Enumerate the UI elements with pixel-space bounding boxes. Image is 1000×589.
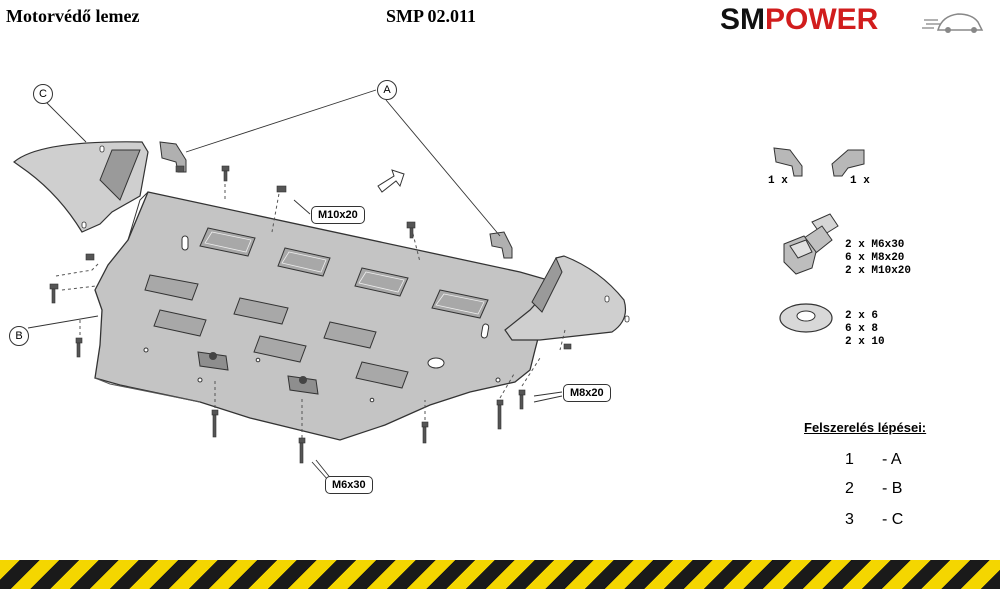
washer-icon — [779, 303, 833, 333]
logo-part-sm: SM — [720, 3, 765, 36]
hazard-stripe — [0, 560, 1000, 589]
washer-list-item: 6 x 8 — [845, 323, 879, 335]
car-silhouette-icon — [922, 13, 984, 33]
deflector-right — [504, 255, 627, 341]
step-letter: - C — [882, 511, 904, 528]
callout-m6x30: M6x30 — [325, 476, 373, 494]
bracket-left-qty: 1 x — [768, 175, 788, 187]
direction-arrow — [377, 169, 405, 193]
product-code: SMP 02.011 — [386, 6, 477, 26]
skid-plate-diagram — [13, 89, 865, 481]
callout-letter-b: B — [9, 326, 29, 346]
callout-letter-c: C — [33, 84, 53, 104]
bracket-right-qty: 1 x — [850, 175, 870, 187]
step-number: 2 — [845, 480, 854, 497]
callout-letter-a: A — [377, 80, 397, 100]
bolt-list-item: 6 x M8x20 — [845, 252, 905, 264]
logo-part-power: POWER — [765, 3, 879, 36]
installation-steps-title: Felszerelés lépései: — [804, 420, 927, 435]
bolt-icon — [783, 213, 839, 275]
step-letter: - B — [882, 480, 903, 497]
washer-list-item: 2 x 6 — [845, 310, 879, 322]
step-letter: - A — [882, 451, 902, 468]
step-number: 1 — [845, 451, 854, 468]
callout-m10x20: M10x20 — [311, 206, 365, 224]
smpower-logo: SMPOWER — [720, 2, 878, 38]
bolt-list-item: 2 x M10x20 — [845, 265, 912, 277]
step-number: 3 — [845, 511, 854, 528]
page-title: Motorvédő lemez — [6, 6, 140, 26]
washer-list-item: 2 x 10 — [845, 336, 885, 348]
bolt-list-item: 2 x M6x30 — [845, 239, 905, 251]
callout-m8x20: M8x20 — [563, 384, 611, 402]
